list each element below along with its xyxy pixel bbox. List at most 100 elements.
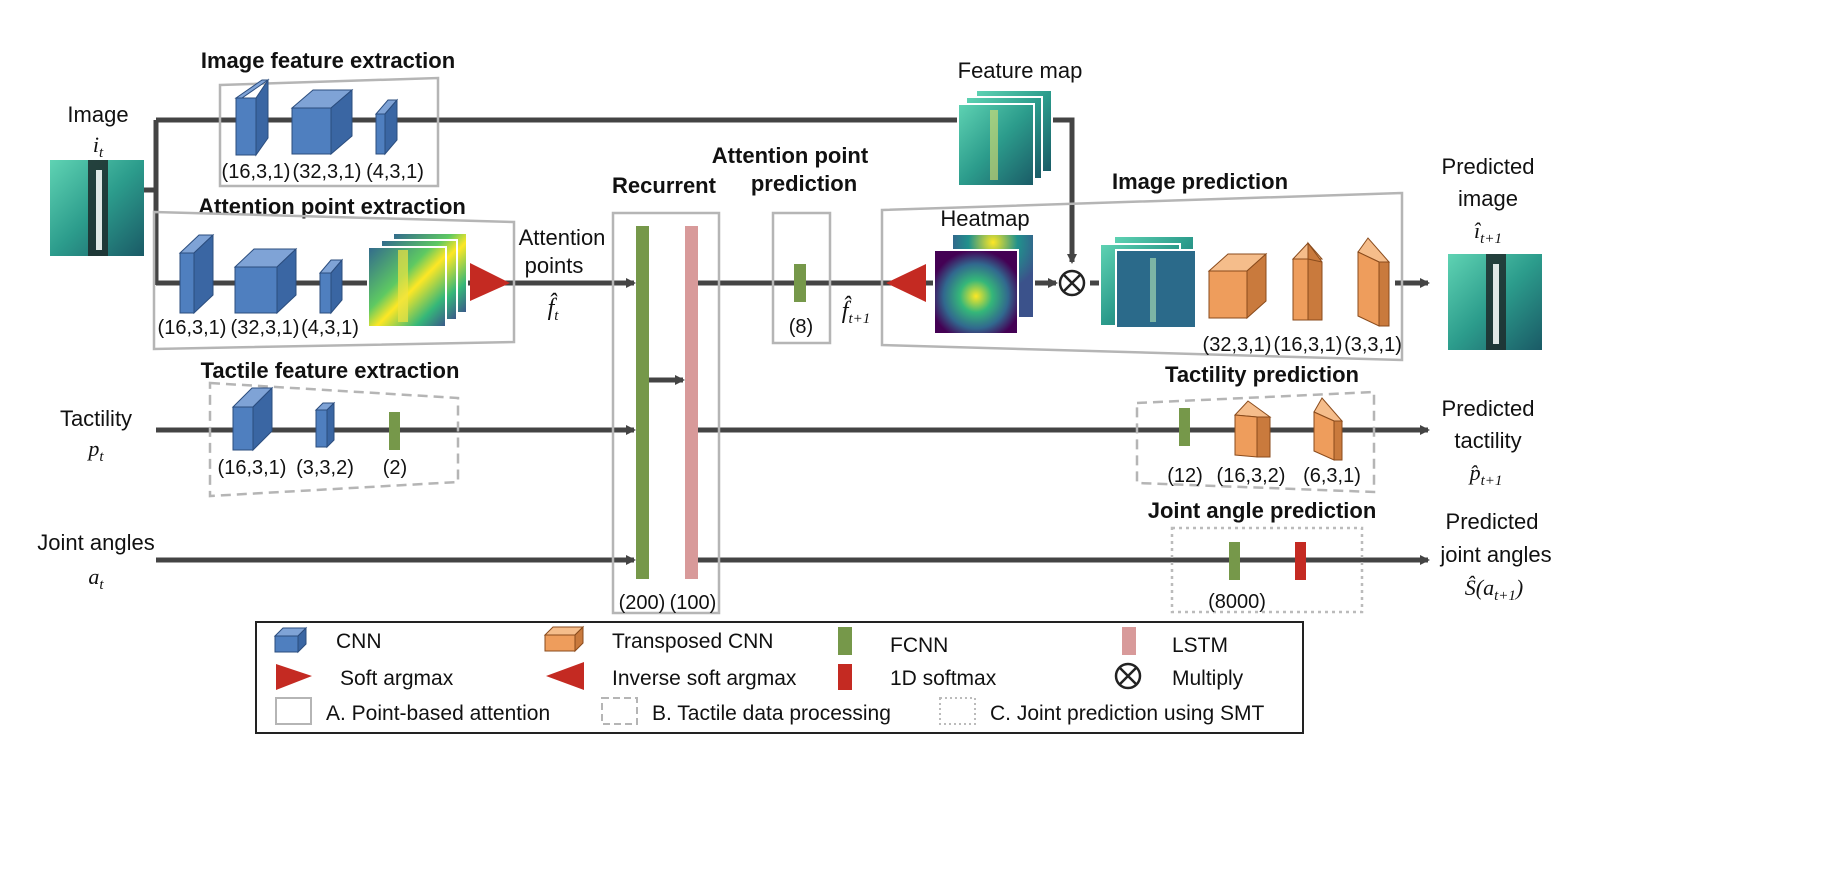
attention-prediction-fcnn <box>794 264 806 302</box>
multiply-icon <box>1058 269 1086 297</box>
f-t1-symbol: f̂t+1 <box>842 296 870 327</box>
tactility-prediction-param-3: (6,3,1) <box>1303 465 1361 487</box>
tactility-prediction-param-2: (16,3,2) <box>1217 465 1286 487</box>
image-prediction-title: Image prediction <box>1112 169 1288 194</box>
tactile-param-1: (16,3,1) <box>218 457 287 479</box>
tactile-fcnn <box>389 412 400 450</box>
image-feature-title: Image feature extraction <box>201 48 455 73</box>
tactile-feature-title: Tactile feature extraction <box>201 358 460 383</box>
heatmap-label: Heatmap <box>940 206 1029 231</box>
output-tactility-line2: tactility <box>1454 428 1521 453</box>
feature-map-stack <box>957 89 1053 187</box>
recurrent-lstm-bar <box>685 226 698 579</box>
image-prediction-param-1: (32,3,1) <box>1203 334 1272 356</box>
tactile-cnn-1 <box>231 386 274 452</box>
inverse-soft-argmax-icon <box>886 264 926 302</box>
legend-cnn-icon <box>273 626 308 654</box>
output-joint-line1: Predicted <box>1446 509 1539 534</box>
image-prediction-tcnn-1 <box>1207 252 1268 320</box>
legend-group-b-icon <box>601 697 638 725</box>
attention-prediction-title-2: prediction <box>751 171 857 196</box>
legend-group-c-icon <box>939 697 976 725</box>
legend-inverse-soft-argmax-icon <box>546 662 584 690</box>
feature-map-label: Feature map <box>958 58 1083 83</box>
tactility-prediction-param-1: (12) <box>1167 465 1203 487</box>
joint-prediction-fcnn <box>1229 542 1240 580</box>
output-image-symbol: ît+1 <box>1474 218 1502 247</box>
output-tactility-line1: Predicted <box>1442 396 1535 421</box>
output-joint-symbol: Ŝ(at+1) <box>1465 575 1523 604</box>
joint-prediction-title: Joint angle prediction <box>1148 498 1377 523</box>
attention-cnn-3 <box>318 258 344 315</box>
tactility-prediction-tcnn-1 <box>1233 400 1272 458</box>
image-feature-frame <box>218 76 440 188</box>
tactility-prediction-fcnn <box>1179 408 1190 446</box>
legend-multiply-label: Multiply <box>1172 667 1244 690</box>
output-joint-line2: joint angles <box>1439 542 1551 567</box>
image-feature-cnn-2 <box>290 88 354 156</box>
image-feature-param-2: (32,3,1) <box>293 161 362 183</box>
attention-extraction-frame <box>152 210 516 351</box>
recurrent-param-lstm: (100) <box>670 592 717 614</box>
legend-group-b-label: B. Tactile data processing <box>652 702 891 725</box>
legend-cnn-label: CNN <box>336 630 382 653</box>
image-prediction-frame <box>880 191 1404 362</box>
legend-fcnn-icon <box>838 627 852 655</box>
tactility-prediction-title: Tactility prediction <box>1165 362 1359 387</box>
image-prediction-tcnn-2 <box>1291 241 1324 321</box>
legend-group-a-icon <box>275 697 312 725</box>
signal-lines <box>144 117 1430 565</box>
masked-feature-stack <box>1099 235 1197 329</box>
soft-argmax-icon <box>470 263 510 301</box>
legend-inverse-soft-argmax-label: Inverse soft argmax <box>612 667 797 690</box>
legend-transposed-cnn-label: Transposed CNN <box>612 630 773 653</box>
recurrent-title: Recurrent <box>612 173 717 198</box>
tactile-feature-frame <box>208 381 460 498</box>
output-image-line2: image <box>1458 186 1518 211</box>
output-image-thumbnail <box>1448 254 1542 350</box>
legend-transposed-cnn-icon <box>543 625 585 653</box>
legend-soft-argmax-label: Soft argmax <box>340 667 454 690</box>
legend-lstm-label: LSTM <box>1172 634 1228 657</box>
input-tactility-label: Tactility <box>60 406 132 431</box>
attention-cnn-2 <box>233 247 298 315</box>
legend-fcnn-label: FCNN <box>890 634 948 657</box>
legend-softmax-label: 1D softmax <box>890 667 997 690</box>
joint-prediction-softmax <box>1295 542 1306 580</box>
legend-lstm-icon <box>1122 627 1136 655</box>
image-feature-param-3: (4,3,1) <box>366 161 424 183</box>
attention-param-2: (32,3,1) <box>231 317 300 339</box>
attention-param-1: (16,3,1) <box>158 317 227 339</box>
recurrent-fcnn-bar <box>636 226 649 579</box>
attention-prediction-title-1: Attention point <box>712 143 869 168</box>
image-prediction-param-3: (3,3,1) <box>1344 334 1402 356</box>
input-image-thumbnail <box>50 160 144 256</box>
attention-feature-maps <box>367 232 468 328</box>
tactile-param-3: (2) <box>383 457 407 479</box>
image-prediction-tcnn-3 <box>1357 237 1391 327</box>
attention-param-3: (4,3,1) <box>301 317 359 339</box>
tactility-prediction-frame <box>1135 390 1376 494</box>
input-joint-symbol: at <box>88 564 104 593</box>
image-feature-cnn-1 <box>234 78 270 157</box>
tactile-cnn-2 <box>314 401 336 449</box>
joint-prediction-frame <box>1170 526 1364 614</box>
f-t-symbol: f̂t <box>548 293 560 324</box>
heatmap-stack <box>933 233 1035 335</box>
image-feature-cnn-3 <box>374 98 399 156</box>
image-feature-param-1: (16,3,1) <box>222 161 291 183</box>
input-image-label: Image <box>67 102 128 127</box>
tactile-param-2: (3,3,2) <box>296 457 354 479</box>
legend-soft-argmax-icon <box>276 664 312 690</box>
legend-group-a-label: A. Point-based attention <box>326 702 550 725</box>
attention-cnn-1 <box>178 233 215 315</box>
input-tactility-symbol: pt <box>86 436 104 465</box>
input-joint-label: Joint angles <box>37 530 154 555</box>
input-image-symbol: it <box>93 132 104 161</box>
legend-group-c-label: C. Joint prediction using SMT <box>990 702 1264 725</box>
legend-softmax-icon <box>838 664 852 690</box>
attention-points-label-1: Attention <box>519 225 606 250</box>
output-image-line1: Predicted <box>1442 154 1535 179</box>
recurrent-frame <box>611 211 721 615</box>
